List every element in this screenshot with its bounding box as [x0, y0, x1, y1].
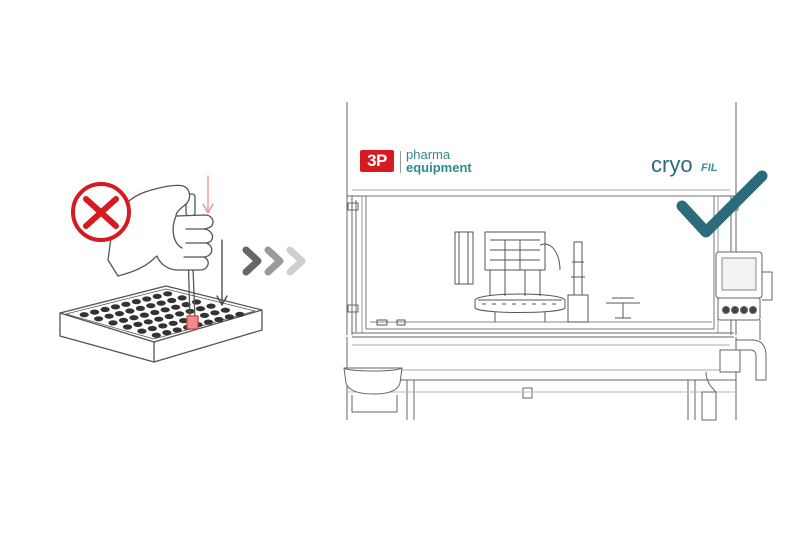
- rack-hole: [137, 328, 147, 334]
- rack-hole: [104, 313, 114, 319]
- rack-hole: [167, 297, 177, 304]
- rack-hole: [164, 313, 174, 320]
- rack-hole: [152, 293, 162, 299]
- brand-separator: [400, 151, 401, 173]
- rack-hole: [146, 303, 156, 309]
- rack-hole: [235, 311, 245, 317]
- manual-method: [59, 175, 263, 363]
- product-suffix: FIL: [701, 162, 718, 174]
- filling-machine: [343, 102, 773, 421]
- rack-hole: [168, 320, 178, 326]
- rack-hole: [125, 308, 135, 314]
- rack-hole: [191, 299, 202, 305]
- rack-hole: [114, 311, 125, 317]
- rack-hole: [199, 312, 210, 318]
- rack-hole: [195, 306, 206, 312]
- rack-hole: [160, 307, 170, 313]
- brand-badge: 3P: [360, 150, 394, 172]
- tube-rack: [59, 285, 263, 363]
- product-name: cryo: [651, 152, 693, 177]
- check-mark-icon: [676, 170, 768, 238]
- rack-hole: [179, 318, 189, 324]
- rack-hole: [131, 299, 141, 305]
- rack-hole: [133, 321, 143, 327]
- rack-hole: [90, 309, 100, 315]
- control-panel: [715, 251, 773, 340]
- rack-hole: [210, 310, 220, 316]
- rack-hole: [122, 324, 133, 330]
- rack-hole: [175, 311, 185, 317]
- rack-hole: [143, 319, 153, 325]
- rack-hole: [151, 332, 161, 338]
- rack-hole: [79, 312, 89, 318]
- rack-hole: [203, 319, 214, 325]
- rack-hole: [220, 307, 230, 313]
- rack-hole: [94, 316, 104, 322]
- rack-hole: [177, 295, 187, 301]
- rack-hole: [162, 330, 172, 336]
- cross-in-circle-icon: [71, 182, 131, 242]
- machine-internals: [370, 231, 712, 326]
- brand-name-line1: pharma: [406, 147, 451, 162]
- rack-hole: [156, 300, 166, 306]
- rack-hole: [150, 309, 160, 316]
- side-pipes: [701, 339, 767, 421]
- rack-hole: [108, 320, 118, 326]
- triple-chevron-right-icon: [242, 246, 306, 276]
- rack-hole: [100, 306, 110, 313]
- rack-hole: [163, 291, 173, 297]
- hand: [107, 184, 214, 277]
- rack-hole: [129, 315, 139, 321]
- push-arrow: [202, 175, 228, 306]
- rack-hole: [139, 312, 149, 318]
- rack-hole: [224, 314, 234, 320]
- rack-hole: [147, 325, 157, 332]
- rack-hole: [172, 327, 182, 333]
- rack-hole: [118, 317, 129, 323]
- rack-hole: [154, 316, 164, 322]
- rack-hole: [181, 302, 191, 308]
- rack-hole: [214, 316, 224, 323]
- rack-hole: [158, 323, 168, 329]
- rack-hole: [121, 301, 131, 307]
- rack-hole: [171, 304, 181, 310]
- brand-name-line2: equipment: [406, 160, 472, 175]
- rack-hole: [206, 303, 216, 309]
- rack-hole: [135, 305, 145, 311]
- rack-hole: [110, 304, 121, 310]
- rack-hole: [142, 296, 152, 302]
